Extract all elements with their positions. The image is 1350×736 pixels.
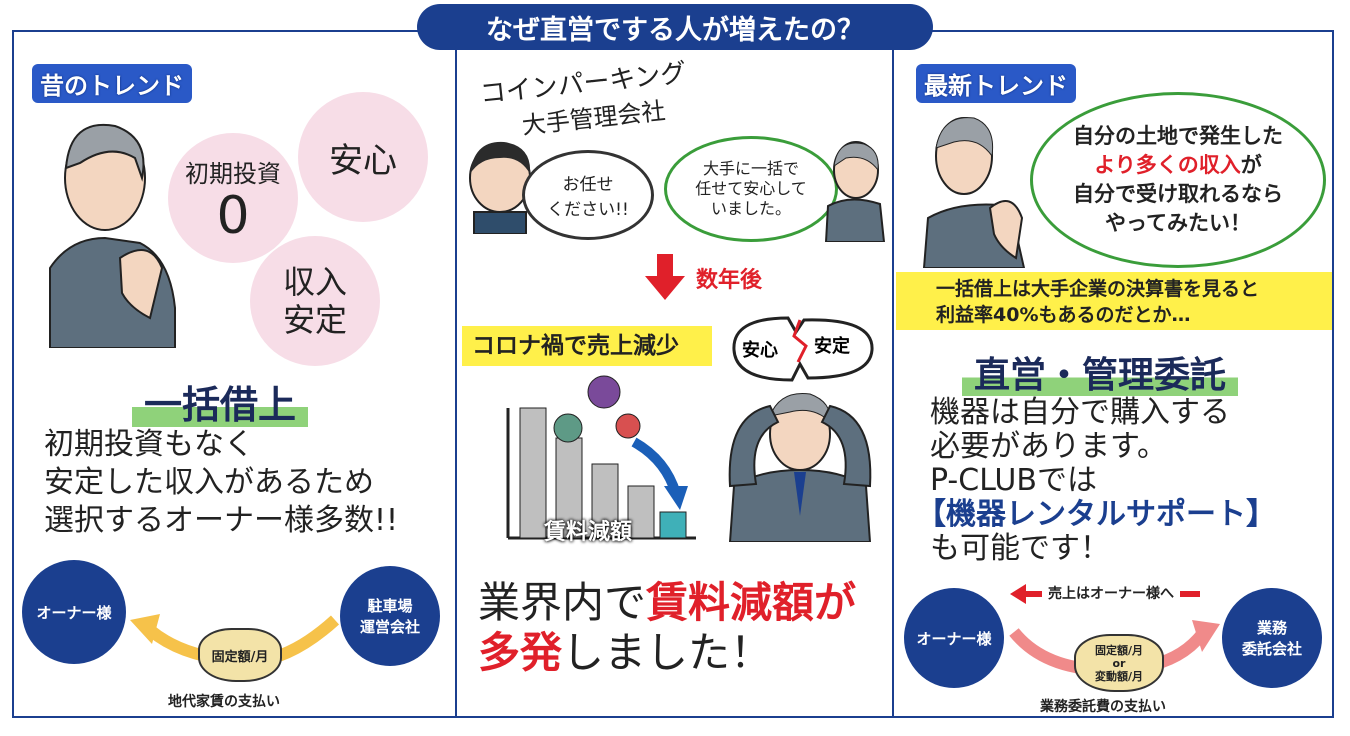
speech-line: やってみたい！ <box>1105 211 1251 235</box>
latest-trend-speech-bubble: 自分の土地で発生した より多くの収入が 自分で受け取れるなら やってみたい！ <box>1030 92 1326 268</box>
latest-trend-body-line: 機器は自分で購入する <box>930 395 1230 430</box>
operator-circle: 駐車場 運営会社 <box>340 566 440 666</box>
latest-trend-body: 機器は自分で購入する 必要があります。 P-CLUBでは 【機器レンタルサポート… <box>916 395 1276 566</box>
rent-bar <box>555 437 583 539</box>
anshin-bubble: 安心 <box>298 92 428 222</box>
speech-line: 自分で受け取れるなら <box>1073 182 1283 206</box>
old-trend-body-line: 選択するオーナー様多数!! <box>44 503 399 538</box>
contractor-circle: 業務 委託会社 <box>1222 588 1322 688</box>
sales-to-owner-label: 売上はオーナー様へ <box>1048 586 1174 602</box>
virus-icon <box>553 413 583 443</box>
fixed-amount-bag: 固定額/月 <box>198 628 282 682</box>
businessman-thinking-illustration <box>922 117 1026 268</box>
owner-circle: オーナー様 <box>904 588 1004 688</box>
profit-margin-note: 一括借上は大手企業の決算書を見ると 利益率40%もあるのだとか… <box>896 272 1332 330</box>
down-arrow-icon <box>645 254 685 300</box>
broken-word-antei: 安定 <box>814 336 850 357</box>
latest-trend-body-line: も可能です！ <box>930 531 1110 566</box>
commission-caption: 業務委託費の支払い <box>1040 699 1166 715</box>
businessman-illustration <box>49 123 176 348</box>
industry-conclusion: 業界内で賃料減額が 多発しました！ <box>478 578 856 678</box>
rent-bar <box>519 407 547 539</box>
broken-speech-bubble <box>732 316 874 382</box>
direct-management-title: 直営・管理委託 <box>962 355 1239 396</box>
speech-highlight: より多くの収入 <box>1094 153 1241 177</box>
lump-sum-lease-title: 一括借上 <box>132 383 309 427</box>
conclusion-text: しました！ <box>562 628 773 677</box>
initial-investment-value: 0 <box>216 185 250 246</box>
rent-reduction-label: 賃料減額 <box>544 520 633 545</box>
conclusion-text: 業界内で <box>478 578 647 627</box>
worried-man-illustration <box>728 392 872 542</box>
conclusion-highlight: 賃料減額が <box>646 578 857 627</box>
fixed-or-variable-bag: 固定額/月 or 変動額/月 <box>1074 634 1164 692</box>
rental-support-highlight: 【機器レンタルサポート】 <box>916 497 1276 532</box>
broken-word-anshin: 安心 <box>742 340 778 361</box>
latest-trend-body-line: 必要があります。 <box>930 429 1167 464</box>
staff-speech-bubble: お任せ ください!! <box>522 150 654 240</box>
initial-investment-label: 初期投資 <box>185 159 281 188</box>
banner-title: なぜ直営でする人が増えたの？ <box>417 4 933 50</box>
profit-margin-line: 利益率40%もあるのだとか… <box>936 304 1191 326</box>
staff-illustration <box>469 141 531 234</box>
rent-decline-chart <box>506 375 696 540</box>
old-trend-body-line: 初期投資もなく <box>44 427 254 462</box>
speech-line: が <box>1240 153 1262 177</box>
land-rent-caption: 地代家賃の支払い <box>168 694 280 710</box>
rent-bar <box>591 463 619 539</box>
virus-icon <box>587 375 621 409</box>
years-later-label: 数年後 <box>696 268 763 293</box>
virus-icon <box>615 413 641 439</box>
old-trend-body-line: 安定した収入があるため <box>44 465 374 500</box>
stable-income-bubble: 収入 安定 <box>250 236 380 366</box>
column-divider-right <box>892 30 894 718</box>
latest-trend-body-line: P-CLUBでは <box>930 463 1097 498</box>
corona-sales-drop-banner: コロナ禍で売上減少 <box>462 326 712 366</box>
owner-circle: オーナー様 <box>22 560 126 664</box>
initial-investment-bubble: 初期投資 0 <box>168 133 298 263</box>
conclusion-highlight: 多発 <box>478 628 563 677</box>
speech-line: 自分の土地で発生した <box>1073 124 1283 148</box>
old-trend-body: 初期投資もなく 安定した収入があるため 選択するオーナー様多数!! <box>44 426 398 540</box>
owner-speech-bubble: 大手に一括で 任せて安心して いました。 <box>664 136 838 242</box>
rent-bar <box>627 485 655 539</box>
rent-bar <box>659 511 687 539</box>
sales-to-owner-arrow <box>1010 584 1200 604</box>
owner-illustration <box>824 141 886 242</box>
old-trend-heading: 昔のトレンド <box>32 64 192 103</box>
column-divider-left <box>455 30 457 718</box>
latest-trend-heading: 最新トレンド <box>916 64 1076 103</box>
profit-margin-line: 一括借上は大手企業の決算書を見ると <box>936 278 1260 300</box>
